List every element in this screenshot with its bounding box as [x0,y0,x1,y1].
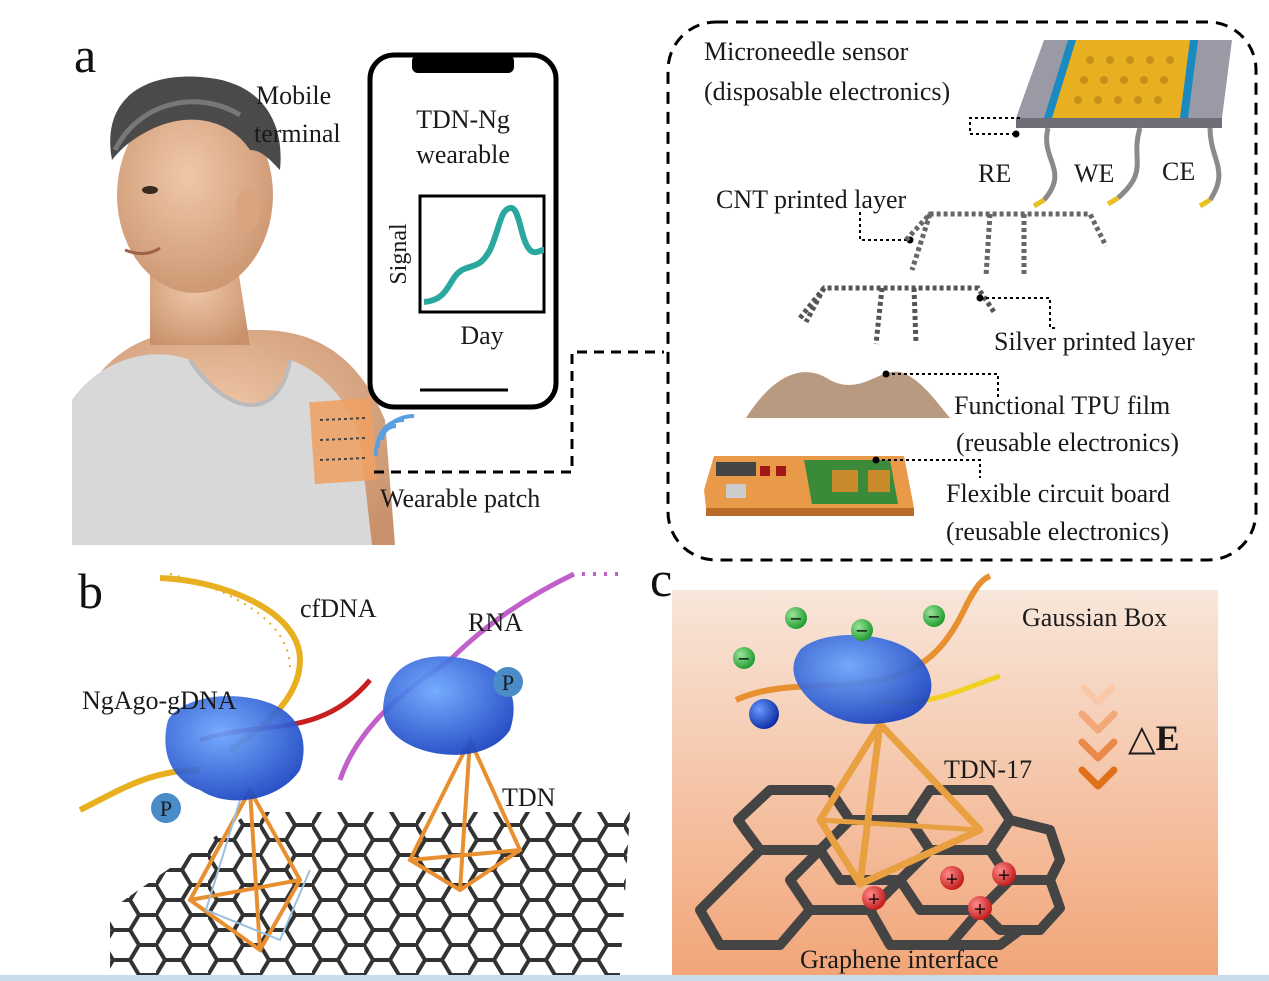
gaussian-box-label: Gaussian Box [1022,603,1167,632]
positive-ions: + + + + [862,862,1016,920]
silver-layer-label: Silver printed layer [994,327,1195,356]
ce-label: CE [1162,157,1195,186]
microneedle-pointer [969,117,1020,135]
mobile-terminal-label-1: Mobile [256,81,331,110]
circuit-label-1: Flexible circuit board [946,479,1170,508]
circuit-board-graphic [704,456,914,516]
graphene-sheet-b [110,812,630,975]
svg-text:+: + [945,869,958,888]
phone-title-2: wearable [416,140,510,169]
exploded-view-box [666,20,1258,562]
wearable-patch-label: Wearable patch [380,484,540,513]
circuit-label-2: (reusable electronics) [946,517,1169,546]
microneedle-label-1: Microneedle sensor [704,37,909,66]
delta-e-label: △E [1128,718,1180,758]
panel-label-c: c [650,551,672,607]
silver-pointer [980,297,1058,329]
svg-text:−: − [789,609,802,628]
protein-blob-c [793,635,932,724]
phosphate-ball-left [151,793,181,823]
phone-title-1: TDN-Ng [416,105,510,134]
silver-printed-layer-graphic [798,285,997,345]
cnt-pointer [859,212,910,241]
signal-axis-label: Signal [386,223,412,285]
phosphate-ball-right [493,667,523,697]
panel-label-a: a [74,27,96,83]
person-illustration [72,76,395,545]
negative-ions: − − − − [733,605,945,669]
energy-gradient-chevrons [1078,684,1118,790]
phosphate-label-right: P [502,670,514,695]
tpu-film-graphic [746,371,950,418]
graphene-interface-label: Graphene interface [800,945,998,974]
bottom-border [0,975,1269,981]
electrode-wires [1042,127,1222,202]
tdn17-label: TDN-17 [944,755,1032,784]
cation-ball [749,699,779,729]
panel-label-b: b [78,563,103,619]
mobile-terminal-label-2: terminal [254,119,341,148]
svg-text:−: − [855,621,868,640]
svg-text:+: + [867,889,880,908]
ngago-protein-right [383,656,514,755]
wireless-signal-icon [373,413,415,457]
tdn-label: TDN [502,783,556,812]
svg-text:+: + [973,899,986,918]
signal-curve [423,205,545,305]
cnt-layer-label: CNT printed layer [716,185,906,214]
tdn17-tetrahedron [816,720,984,888]
microneedle-label-2: (disposable electronics) [704,77,950,106]
re-label: RE [978,159,1011,188]
svg-text:−: − [927,607,940,626]
we-label: WE [1074,159,1114,188]
cnt-printed-layer-graphic [904,211,1109,277]
tpu-label-1: Functional TPU film [954,391,1170,420]
cfdna-label: cfDNA [300,594,377,623]
rna-label: RNA [468,608,523,637]
svg-text:−: − [737,649,750,668]
tdn-structure-left [187,785,311,953]
circuit-pointer [876,459,981,478]
tpu-label-2: (reusable electronics) [956,428,1179,457]
ngago-protein-left [165,696,304,801]
day-axis-label: Day [460,321,503,350]
tdn-structure-right [407,735,523,893]
microneedle-sensor-graphic [1016,40,1232,128]
phosphate-label-left: P [160,796,172,821]
ngago-label: NgAgo-gDNA [82,686,237,715]
tpu-pointer [886,373,999,398]
svg-text:+: + [997,865,1010,884]
wearable-patch-graphic [309,397,377,485]
dashed-connector [374,350,664,474]
